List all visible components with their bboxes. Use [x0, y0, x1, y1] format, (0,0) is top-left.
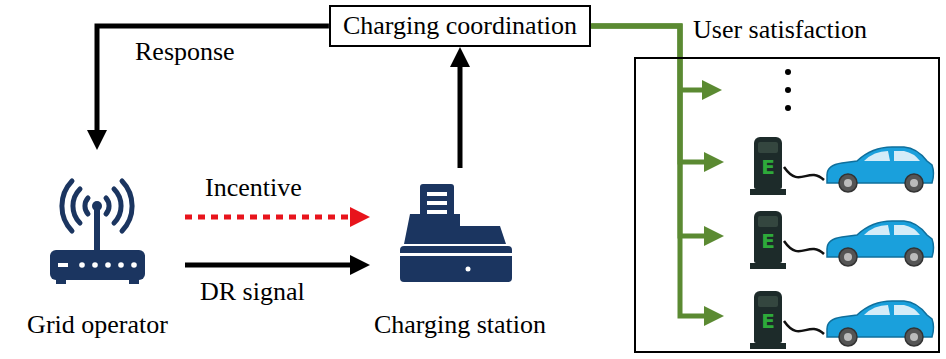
register-icon [400, 184, 512, 282]
node-label: Grid operator [27, 310, 168, 340]
node-label: E [754, 229, 782, 253]
grid-operator: Grid operator [10, 150, 185, 340]
charger-base [750, 343, 786, 349]
connector-arrow [185, 215, 362, 220]
charger: E [724, 291, 786, 349]
charger-screen [758, 142, 778, 153]
car-icon [827, 301, 934, 346]
coordination-box: Charging coordination [329, 5, 591, 47]
charger-body: E [754, 291, 782, 343]
charging-station: Charging station [370, 168, 550, 340]
charger-body: E [754, 211, 782, 263]
charger: E [724, 137, 786, 195]
node-label: E [754, 309, 782, 333]
connector-arrow [97, 26, 329, 142]
car-icon [827, 147, 934, 192]
charger-base [750, 263, 786, 269]
charger-screen [758, 296, 778, 307]
node-label: Charging station [374, 310, 546, 340]
node-label: E [754, 155, 782, 179]
charger: E [724, 211, 786, 269]
connector-arrow [591, 26, 716, 316]
connector-arrow [458, 55, 463, 168]
node-label: User satisfaction [693, 15, 867, 45]
charger-base [750, 189, 786, 195]
car-icon [827, 221, 934, 266]
connector-arrow [185, 263, 362, 268]
edge-label: DR signal [198, 278, 307, 306]
edge-label: Incentive [203, 174, 304, 202]
connector-arrow [591, 26, 716, 162]
edge-label: Response [133, 38, 237, 66]
node-label: Charging coordination [343, 11, 577, 41]
ev-group-box: User satisfactionEEE [634, 57, 940, 353]
charger-screen [758, 216, 778, 227]
router-body [50, 250, 145, 280]
charger-body: E [754, 137, 782, 189]
